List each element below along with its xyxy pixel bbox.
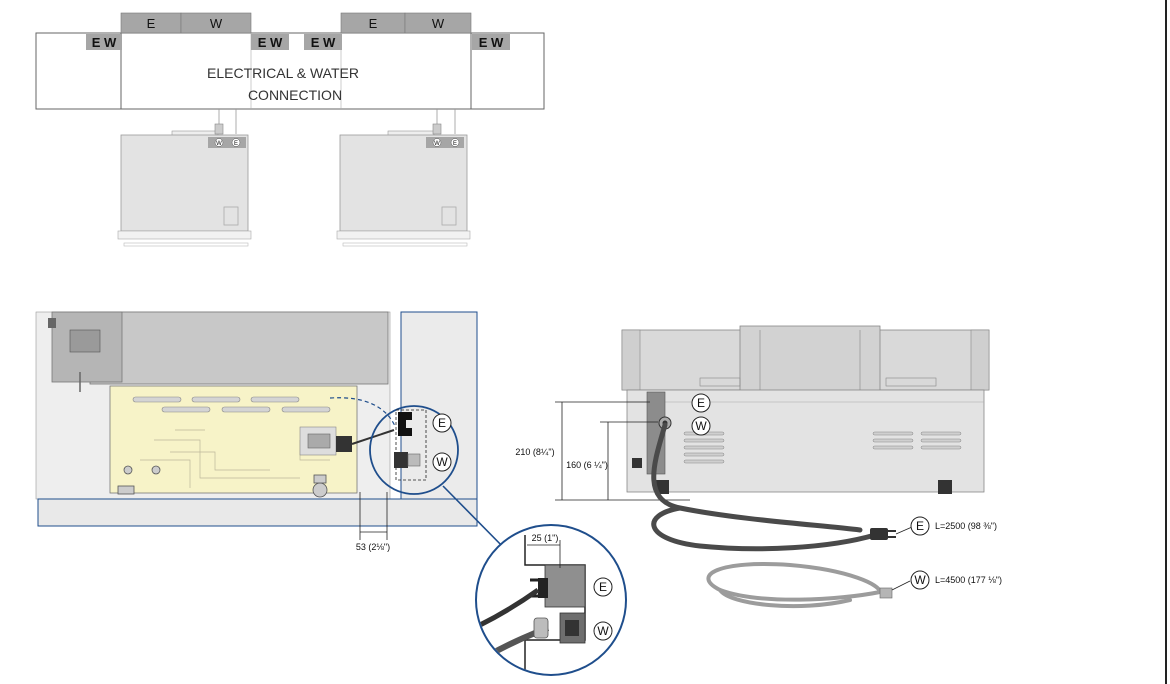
side-tag-3-label: E W xyxy=(311,35,336,50)
unit-top-1-e-label: E xyxy=(234,141,238,147)
detail-marker-w: W xyxy=(436,455,448,469)
hookup-tag-w-2-label: W xyxy=(432,16,445,31)
detail-marker-e: E xyxy=(438,416,446,430)
hookup-tag-w-2 xyxy=(404,12,472,34)
hose-marker-w: W xyxy=(914,573,926,587)
unit-top-1: W E xyxy=(117,123,252,247)
cabinet-detail-view: E W 53 (2⅛") xyxy=(35,311,510,554)
side-tag-2 xyxy=(251,34,289,50)
side-tag-2-label: E W xyxy=(258,35,283,50)
frame-border-right xyxy=(1165,0,1167,684)
dim-160: 160 (6 ¼") xyxy=(566,460,608,470)
mag-marker-w: W xyxy=(597,624,609,638)
connection-label-line2: CONNECTION xyxy=(248,87,342,103)
side-tag-4-label: E W xyxy=(479,35,504,50)
unit-top-2: W E xyxy=(336,123,471,247)
dim-210: 210 (8¼") xyxy=(515,447,554,457)
hookup-tag-e-1-label: E xyxy=(147,16,156,31)
connection-label-line1: ELECTRICAL & WATER xyxy=(207,65,359,81)
unit-side-view: 210 (8¼") 160 (6 ¼") E W E L=2500 (98 ⅜"… xyxy=(515,325,1002,609)
unit-top-2-e-label: E xyxy=(453,141,457,147)
side-tag-1-label: E W xyxy=(92,35,117,50)
dim-53: 53 (2⅛") xyxy=(356,542,390,552)
unit-top-1-w-label: W xyxy=(216,141,222,147)
cabinet-base xyxy=(37,498,478,527)
side-marker-e: E xyxy=(697,396,705,410)
water-hose xyxy=(706,562,882,609)
cable-e-length: L=2500 (98 ⅜") xyxy=(935,521,997,531)
side-tag-1 xyxy=(86,34,122,50)
hookup-tag-w-1-label: W xyxy=(210,16,223,31)
power-cable xyxy=(651,422,878,552)
mag-marker-e: E xyxy=(599,580,607,594)
dim-25: 25 (1") xyxy=(532,533,559,543)
side-marker-w: W xyxy=(695,419,707,433)
unit-top-2-w-label: W xyxy=(434,141,440,147)
side-tag-3 xyxy=(304,34,342,50)
hookup-tag-e-2-label: E xyxy=(369,16,378,31)
side-tag-4 xyxy=(472,34,510,50)
hookup-tag-w-1 xyxy=(180,12,252,34)
counter-block-center xyxy=(120,32,472,110)
cable-marker-e: E xyxy=(916,519,924,533)
detail-callout-circle xyxy=(369,405,459,495)
magnified-detail: 25 (1") E W xyxy=(475,524,627,676)
top-plan-view: E W E W E W E W E W E W ELECTRICAL & WAT… xyxy=(35,12,545,247)
hose-w-length: L=4500 (177 ⅛") xyxy=(935,575,1002,585)
